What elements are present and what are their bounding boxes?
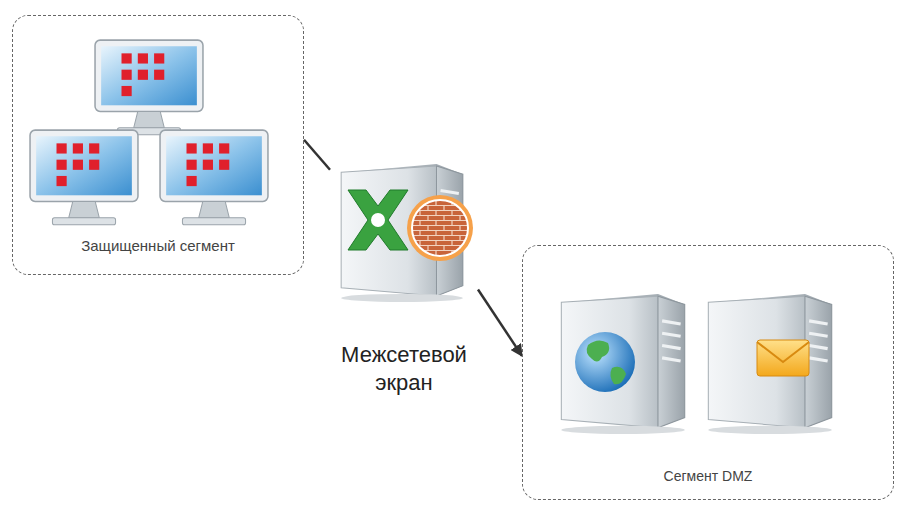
network-segment: Сегмент DMZ [522,245,894,500]
node-label: Сегмент DMZ [523,468,893,486]
connector [478,290,522,356]
node-label: Защищенный сегмент [13,237,303,256]
connector [304,140,330,170]
node-label: Межсетевой экран [330,341,478,396]
network-segment: Защищенный сегмент [12,15,304,275]
firewall: Межсетевой экран [330,165,478,400]
